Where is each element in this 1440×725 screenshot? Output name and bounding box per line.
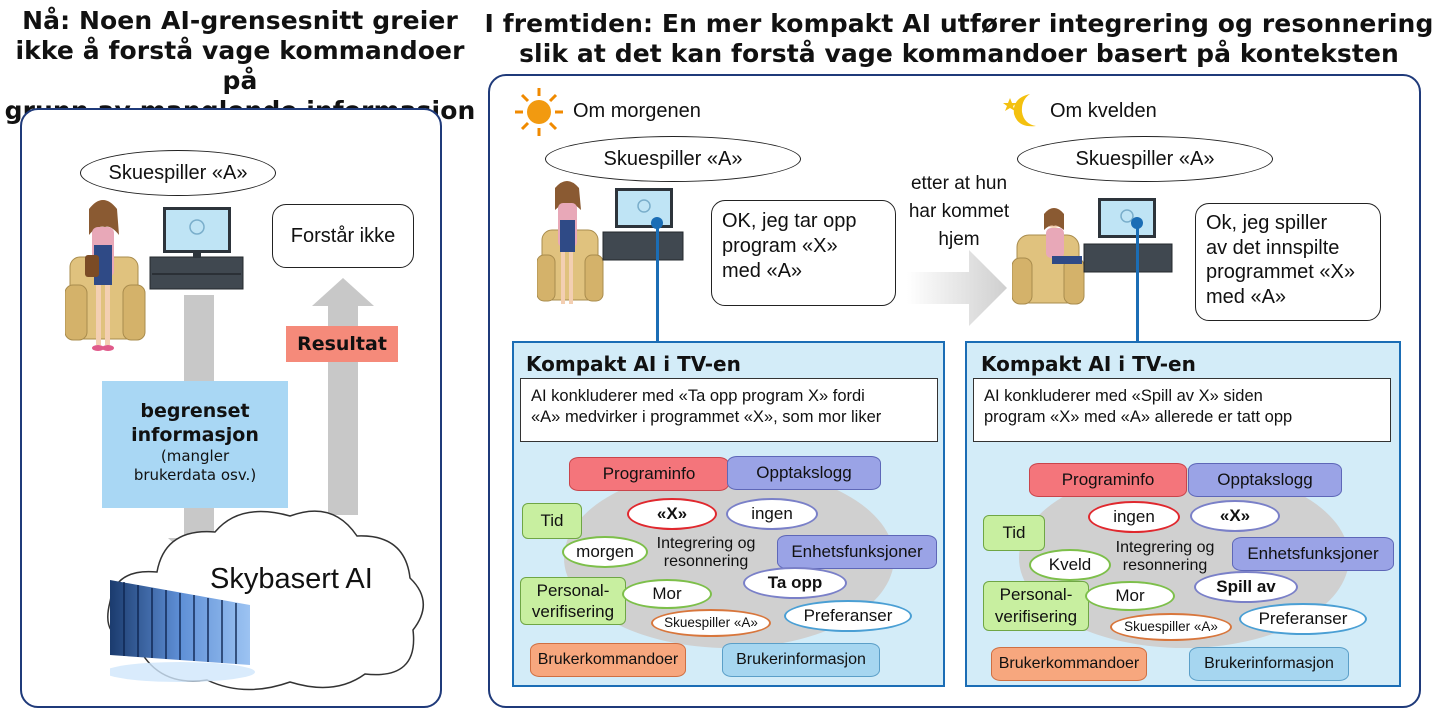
right-heading: I fremtiden: En mer kompakt AI utfører i… [484, 9, 1434, 68]
morning-device-functions: Enhetsfunksjoner [777, 535, 937, 569]
limited-info-box: begrenset informasjon (mangler brukerdat… [102, 381, 288, 508]
evening-program-value: ingen [1088, 501, 1180, 533]
morning-ai-box-title: Kompakt AI i TV-en [526, 352, 741, 376]
evening-program-info: Programinfo [1029, 463, 1187, 497]
evening-scene-illustration [1012, 198, 1173, 305]
server-rack-illustration [110, 580, 255, 682]
morning-scene-illustration [537, 181, 684, 304]
evening-actor-value: Skuespiller «A» [1110, 613, 1232, 641]
morning-time-label: Tid [522, 503, 582, 539]
up-arrow-head [312, 278, 374, 306]
moon-icon [1003, 94, 1036, 127]
morning-action-value: Ta opp [743, 567, 847, 599]
evening-user-commands: Brukerkommandoer [991, 647, 1147, 681]
result-label: Resultat [286, 326, 398, 362]
morning-speech-bubble: Skuespiller «A» [545, 136, 801, 182]
evening-action-value: Spill av [1194, 571, 1298, 603]
morning-connector-line [656, 222, 659, 342]
morning-person-value: Mor [622, 579, 712, 609]
evening-device-functions: Enhetsfunksjoner [1232, 537, 1394, 571]
morning-personal-label: Personal- verifisering [520, 577, 626, 625]
morning-ai-box: Kompakt AI i TV-en AI konkluderer med «T… [512, 341, 945, 687]
evening-time-label: Tid [983, 515, 1045, 551]
morning-preference-value: Preferanser [784, 600, 912, 632]
evening-ai-box-title: Kompakt AI i TV-en [981, 352, 1196, 376]
evening-ai-box: Kompakt AI i TV-en AI konkluderer med «S… [965, 341, 1401, 687]
evening-recording-log: Opptakslogg [1188, 463, 1342, 497]
morning-log-value: ingen [726, 498, 818, 530]
evening-time-value: Kveld [1029, 549, 1111, 581]
evening-person-value: Mor [1085, 581, 1175, 611]
morning-reply-bubble: OK, jeg tar opp program «X» med «A» [711, 200, 896, 306]
left-scene-illustration [65, 200, 244, 351]
morning-actor-value: Skuespiller «A» [651, 609, 771, 637]
evening-user-info: Brukerinformasjon [1189, 647, 1349, 681]
evening-personal-label: Personal- verifisering [983, 581, 1089, 631]
morning-user-info: Brukerinformasjon [722, 643, 880, 677]
cloud-ai-label: Skybasert AI [210, 563, 373, 595]
morning-recording-log: Opptakslogg [727, 456, 881, 490]
transition-arrow [907, 250, 1007, 326]
evening-connector-dot [1131, 217, 1143, 229]
evening-explanation: AI konkluderer med «Spill av X» siden pr… [973, 378, 1391, 442]
sun-icon [515, 88, 563, 136]
morning-label: Om morgenen [573, 100, 701, 122]
evening-log-value: «X» [1190, 500, 1280, 532]
morning-user-commands: Brukerkommandoer [530, 643, 686, 677]
evening-preference-value: Preferanser [1239, 603, 1367, 635]
evening-connector-line [1136, 222, 1139, 342]
morning-program-info: Programinfo [569, 457, 729, 491]
left-speech-bubble: Skuespiller «A» [80, 150, 276, 196]
morning-connector-dot [651, 217, 663, 229]
morning-time-value: morgen [562, 536, 648, 568]
left-reply-bubble: Forstår ikke [272, 204, 414, 268]
morning-integration-text: Integrering og resonnering [656, 535, 756, 570]
evening-integration-text: Integrering og resonnering [1115, 539, 1215, 574]
evening-speech-bubble: Skuespiller «A» [1017, 136, 1273, 182]
transition-text: etter at hun har kommet hjem [908, 173, 1010, 250]
morning-explanation: AI konkluderer med «Ta opp program X» fo… [520, 378, 938, 442]
morning-program-value: «X» [627, 498, 717, 530]
evening-reply-bubble: Ok, jeg spiller av det innspilte program… [1195, 203, 1381, 321]
evening-label: Om kvelden [1050, 100, 1157, 122]
